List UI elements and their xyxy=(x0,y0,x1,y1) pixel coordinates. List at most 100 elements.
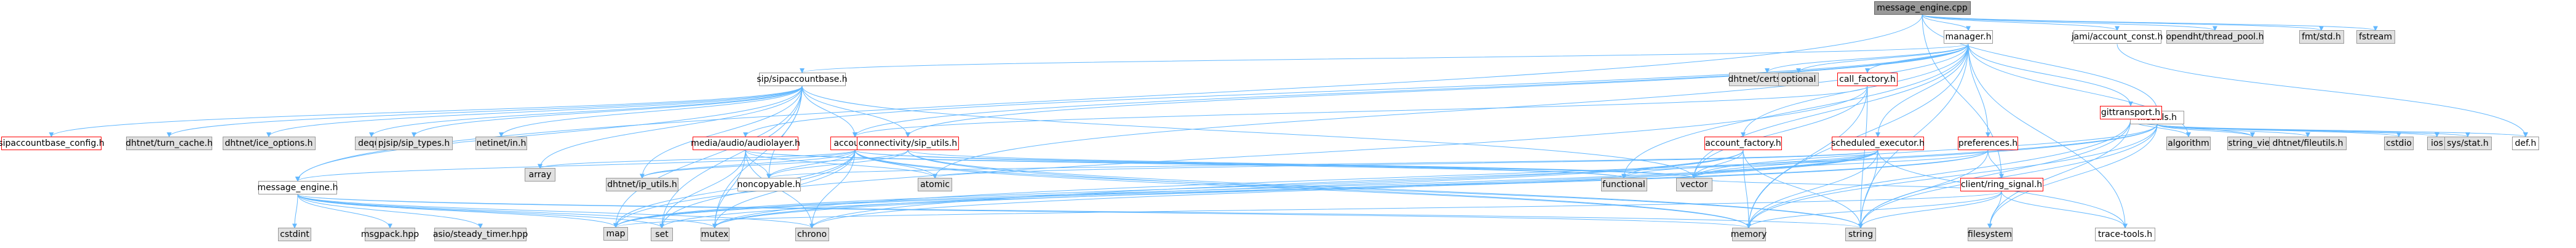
node-netinet[interactable]: netinet/in.h xyxy=(475,137,527,151)
edge-manager-to-account xyxy=(853,44,1969,138)
node-optional[interactable]: optional xyxy=(1778,73,1819,87)
node-atomic[interactable]: atomic xyxy=(918,178,952,192)
edge-manager-to-string xyxy=(1858,44,1969,229)
node-ios[interactable]: ios xyxy=(2427,137,2447,151)
edge-sipaccountbase-to-map xyxy=(613,86,803,228)
edge-scheduled-to-memory xyxy=(1746,150,1878,229)
node-memory[interactable]: memory xyxy=(1731,228,1767,242)
edge-ringsignal-to-filesystem xyxy=(1987,191,2002,229)
node-iceoptions[interactable]: dhtnet/ice_options.h xyxy=(222,137,316,151)
edge-message_engine_h-to-asio xyxy=(297,194,483,229)
node-tracetools[interactable]: trace-tools.h xyxy=(2095,228,2155,242)
edge-sipaccountbase-to-pjsiptypes xyxy=(411,86,803,138)
edge-manager-to-atomic xyxy=(932,44,1969,179)
node-ip-utils[interactable]: dhtnet/ip_utils.h xyxy=(606,178,678,192)
node-sip-utils[interactable]: connectivity/sip_utils.h xyxy=(857,137,959,151)
node-threadpool[interactable]: opendht/thread_pool.h xyxy=(2166,30,2264,44)
edge-fileutils-to-dhtfileutils xyxy=(2157,124,2310,138)
node-gittransport[interactable]: gittransport.h xyxy=(2099,105,2162,119)
node-defh[interactable]: def.h xyxy=(2512,137,2539,151)
edge-manager-to-dhtcertstore xyxy=(1765,44,1969,74)
edge-sipaccountbase-to-ip_utils xyxy=(640,86,803,179)
edge-gittransport-to-string xyxy=(1858,119,2131,229)
edge-message_engine_h-to-msgpack xyxy=(297,194,392,229)
node-mutex[interactable]: mutex xyxy=(700,228,729,242)
edge-message_engine_h-to-cstdint xyxy=(292,194,298,229)
node-cstdint[interactable]: cstdint xyxy=(278,228,311,242)
node-set[interactable]: set xyxy=(651,228,673,242)
node-dhtfileutils[interactable]: dhtnet/fileutils.h xyxy=(2269,137,2347,151)
edge-fileutils-to-cstdio xyxy=(2157,124,2401,138)
edge-fileutils-to-chrono xyxy=(809,124,2158,229)
edge-manager-to-audiolayer xyxy=(743,44,1969,138)
edge-account-to-atomic xyxy=(854,150,937,179)
edge-sipaccountbase-to-array xyxy=(538,86,803,169)
edge-gittransport-to-memory xyxy=(1746,119,2131,229)
node-sipaccountbase[interactable]: sip/sipaccountbase.h xyxy=(757,73,848,87)
node-jamiaccount-const[interactable]: jami/account_const.h xyxy=(2072,30,2163,44)
edge-root-to-manager xyxy=(1922,14,1971,31)
node-audiolayer[interactable]: media/audio/audiolayer.h xyxy=(691,137,800,151)
node-asio[interactable]: asio/steady_timer.hpp xyxy=(433,228,528,242)
node-message-engine-h[interactable]: message_engine.h xyxy=(258,181,338,195)
edge-sip_utils-to-string xyxy=(907,150,1863,229)
node-noncopyable[interactable]: noncopyable.h xyxy=(737,178,801,192)
edge-fileutils-to-string xyxy=(1858,124,2158,229)
edge-manager-to-tracetools xyxy=(1968,44,2128,229)
node-array[interactable]: array xyxy=(525,168,555,182)
edge-root-to-jamiaccount_const xyxy=(1922,14,2120,31)
edge-root-to-message_engine_h xyxy=(295,14,1923,182)
edge-fileutils-to-filesystem xyxy=(1987,124,2158,229)
edge-ringsignal-to-vector xyxy=(1691,177,2002,192)
edge-ringsignal-to-map xyxy=(613,191,2002,228)
edge-preferences-to-string xyxy=(1858,150,1989,229)
edge-manager-to-accountfactory xyxy=(1741,44,1969,138)
edge-fileutils-to-mutex xyxy=(712,124,2158,229)
edge-scheduled-to-map xyxy=(613,150,1878,228)
node-fstream[interactable]: fstream xyxy=(2356,30,2395,44)
node-manager[interactable]: manager.h xyxy=(1944,30,1993,44)
node-turncache[interactable]: dhtnet/turn_cache.h xyxy=(125,137,213,151)
edge-audiolayer-to-mutex xyxy=(712,150,746,229)
node-sysstat[interactable]: sys/stat.h xyxy=(2444,137,2492,151)
edge-sipaccountbase-to-message_engine_h xyxy=(295,86,803,182)
node-sipconfig[interactable]: sipaccountbase_config.h xyxy=(0,137,105,151)
node-chrono[interactable]: chrono xyxy=(795,228,829,242)
node-filesystem[interactable]: filesystem xyxy=(1967,228,2013,242)
edge-ringsignal-to-string xyxy=(1858,191,2002,229)
node-root[interactable]: message_engine.cpp xyxy=(1874,1,1971,15)
node-map[interactable]: map xyxy=(603,227,628,241)
edge-sipaccountbase-to-sip_utils xyxy=(801,86,910,138)
node-msgpack[interactable]: msgpack.hpp xyxy=(361,228,419,242)
node-scheduled[interactable]: scheduled_executor.h xyxy=(1831,137,1925,151)
edge-account-to-array xyxy=(538,150,856,169)
node-fu-stringview[interactable]: string_view xyxy=(2227,137,2278,151)
node-accountfactory[interactable]: account_factory.h xyxy=(1704,137,1782,151)
edge-manager-to-sipaccountbase xyxy=(800,44,1969,74)
edge-sip_utils-to-noncopyable xyxy=(766,150,908,179)
edge-manager-to-functional xyxy=(1621,44,1969,179)
node-algorithm[interactable]: algorithm xyxy=(2166,137,2211,151)
edge-message_engine_h-to-mutex xyxy=(297,194,717,229)
edge-sipaccountbase-to-iceoptions xyxy=(266,86,803,138)
node-ringsignal[interactable]: client/ring_signal.h xyxy=(1960,178,2043,192)
node-fmtstd[interactable]: fmt/std.h xyxy=(2299,30,2344,44)
node-callfactory[interactable]: call_factory.h xyxy=(1837,73,1898,87)
edge-manager-to-sip_utils xyxy=(905,44,1969,138)
edge-manager-to-vector xyxy=(1691,44,1969,179)
edge-root-to-threadpool xyxy=(1922,14,2217,31)
edge-scheduled-to-atomic xyxy=(932,150,1878,179)
node-preferences[interactable]: preferences.h xyxy=(1958,137,2018,151)
edge-jamiaccount_const-to-defh xyxy=(2117,44,2528,138)
node-pjsiptypes[interactable]: pjsip/sip_types.h xyxy=(375,137,453,151)
edge-scheduled-to-string xyxy=(1858,150,1878,229)
edge-sipaccountbase-to-turncache xyxy=(167,86,803,138)
node-cstdio[interactable]: cstdio xyxy=(2384,137,2414,151)
node-functional[interactable]: functional xyxy=(1600,178,1647,192)
edge-message_engine_h-to-set xyxy=(297,194,664,229)
node-vector[interactable]: vector xyxy=(1676,178,1712,192)
edge-sipaccountbase-to-netinet xyxy=(499,86,803,138)
node-string[interactable]: string xyxy=(1845,228,1876,242)
